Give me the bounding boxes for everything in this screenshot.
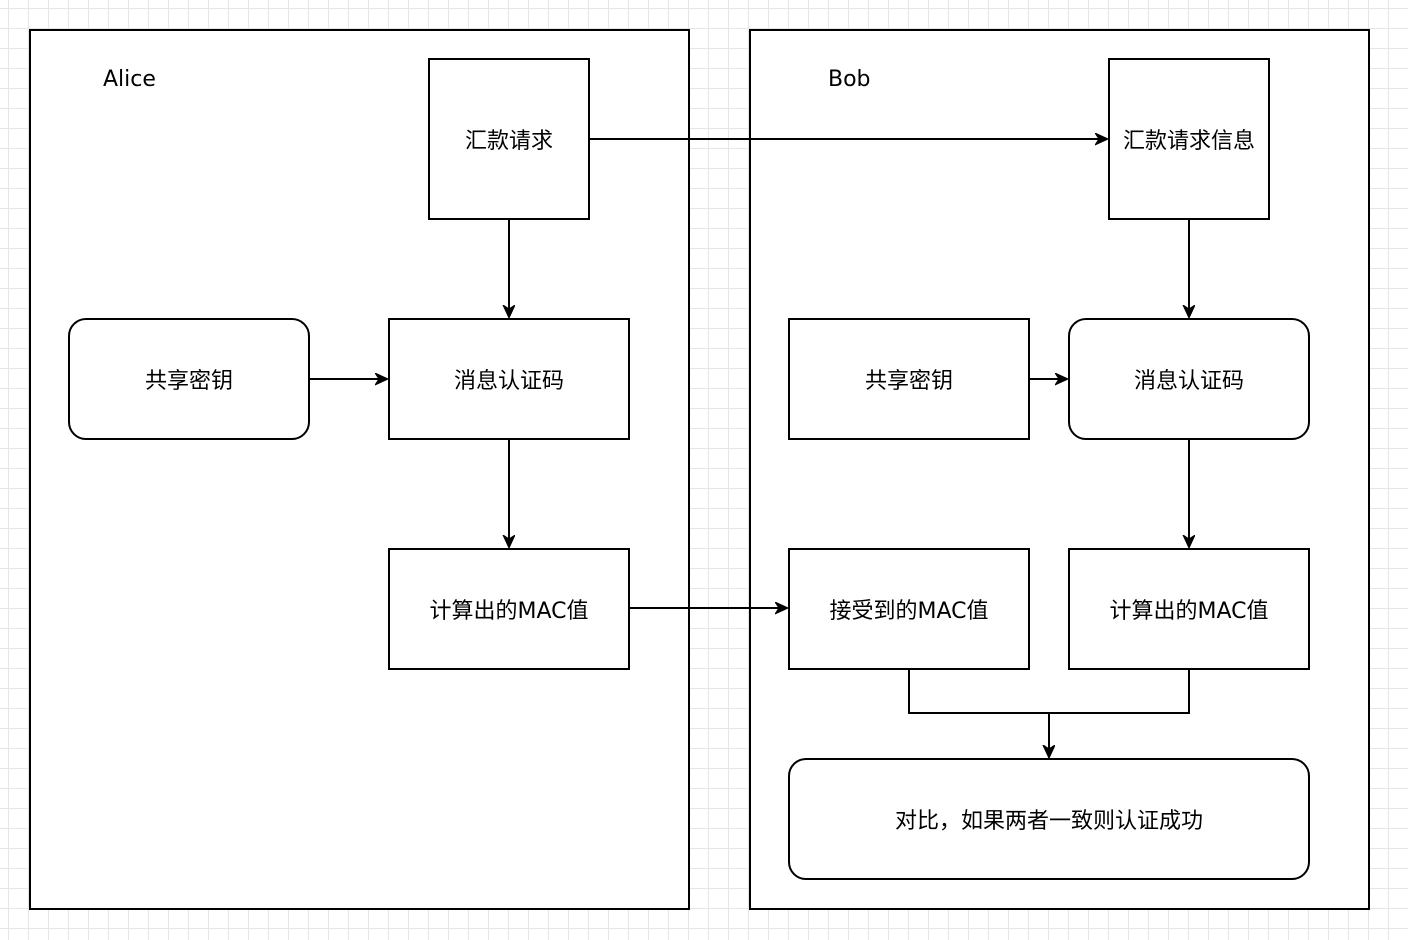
alice-mac-function-node: 消息认证码 <box>388 318 630 440</box>
bob-panel-label: Bob <box>828 67 871 92</box>
alice-panel-label: Alice <box>103 67 156 92</box>
alice-request-node: 汇款请求 <box>428 58 590 220</box>
alice-computed-mac-node: 计算出的MAC值 <box>388 548 630 670</box>
alice-shared-key-node: 共享密钥 <box>68 318 310 440</box>
bob-computed-mac-node: 计算出的MAC值 <box>1068 548 1310 670</box>
alice-panel <box>29 29 690 910</box>
bob-request-info-node: 汇款请求信息 <box>1108 58 1270 220</box>
bob-received-mac-node: 接受到的MAC值 <box>788 548 1030 670</box>
bob-shared-key-node: 共享密钥 <box>788 318 1030 440</box>
bob-mac-function-node: 消息认证码 <box>1068 318 1310 440</box>
bob-compare-node: 对比，如果两者一致则认证成功 <box>788 758 1310 880</box>
